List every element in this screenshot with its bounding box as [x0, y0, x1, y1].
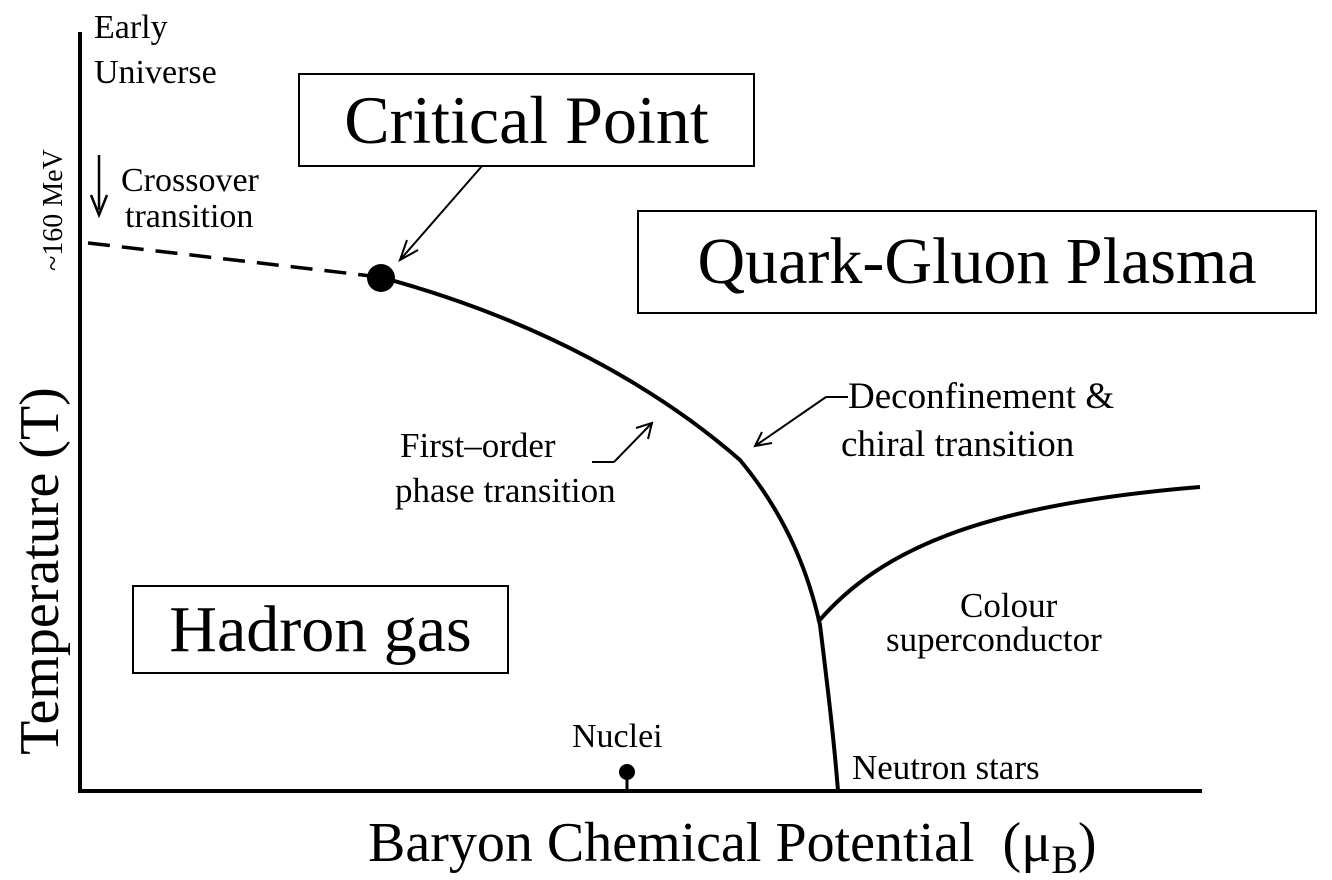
- deconfinement-label-line2: chiral transition: [841, 424, 1075, 465]
- deconfinement-label-line1: Deconfinement &: [848, 376, 1115, 417]
- critical-point-arrow: [399, 165, 483, 261]
- crossover-label-line1: Crossover: [121, 162, 259, 199]
- first-order-label-line1: First–order: [400, 426, 556, 465]
- x-axis-label-close: ): [1077, 812, 1097, 874]
- crossover-line: [87, 241, 381, 279]
- deconfinement-arrowhead: [753, 431, 773, 448]
- first-order-label-line2: phase transition: [395, 471, 616, 510]
- neutron-stars-label: Neutron stars: [852, 748, 1040, 787]
- early-universe-label-line1: Early: [94, 9, 168, 46]
- first-order-transition-curve: [379, 275, 840, 792]
- hadron-gas-box: Hadron gas: [132, 585, 509, 674]
- critical-point-arrowhead: [398, 239, 419, 263]
- crossover-label-line2: transition: [125, 198, 254, 235]
- x-axis-label-sub: B: [1051, 837, 1078, 880]
- colour-superconductor-label-line1: Colour: [960, 586, 1058, 625]
- first-order-arrow: [613, 422, 653, 463]
- early-universe-arrowhead: [89, 194, 109, 219]
- colour-superconductor-boundary: [816, 485, 1201, 624]
- nuclei-label: Nuclei: [572, 718, 663, 755]
- critical-point-box: Critical Point: [298, 73, 755, 167]
- colour-superconductor-label-line2: superconductor: [886, 620, 1102, 659]
- deconfinement-arrow: [754, 396, 827, 447]
- x-axis-label-main: Baryon Chemical Potential: [368, 812, 975, 874]
- y-axis-label: Temperature (T): [9, 387, 71, 755]
- x-axis-label-mu: (μ: [1002, 812, 1052, 874]
- quark-gluon-plasma-box: Quark-Gluon Plasma: [637, 210, 1317, 314]
- nuclei-dot: [619, 764, 635, 780]
- critical-point-dot: [367, 264, 395, 292]
- early-universe-label-line2: Universe: [94, 54, 217, 91]
- x-axis-label: Baryon Chemical Potential (μB): [368, 815, 1097, 880]
- y-axis-tick-label: ~160 MeV: [38, 149, 69, 271]
- first-order-arrowhead: [635, 421, 654, 440]
